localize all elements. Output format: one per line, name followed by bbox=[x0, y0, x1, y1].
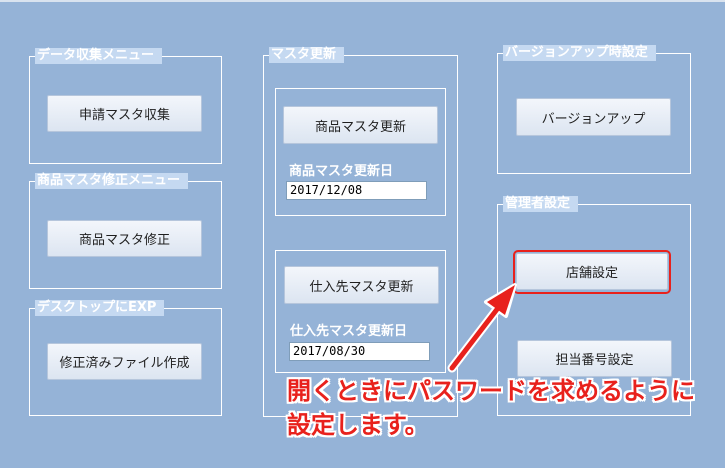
panel-supplier-master-update bbox=[275, 250, 446, 373]
product-master-update-date-label: 商品マスタ更新日 bbox=[289, 164, 394, 179]
update-product-master-button[interactable]: 商品マスタ更新 bbox=[283, 106, 438, 144]
store-settings-button[interactable]: 店舗設定 bbox=[516, 253, 668, 290]
group-version-up: バージョンアップ時設定 bbox=[497, 45, 691, 174]
top-border bbox=[0, 0, 725, 2]
update-supplier-master-button[interactable]: 仕入先マスタ更新 bbox=[284, 266, 439, 304]
group-desktop-exp: デスクトップにEXP bbox=[29, 300, 222, 416]
group-title-desktop-exp: デスクトップにEXP bbox=[35, 300, 165, 316]
annotation-text: 開くときにパスワードを求めるように 設定します。 bbox=[287, 374, 695, 442]
supplier-master-update-date-label: 仕入先マスタ更新日 bbox=[290, 324, 408, 339]
group-admin-settings: 管理者設定 bbox=[497, 196, 691, 416]
group-data-collection: データ収集メニュー bbox=[29, 48, 222, 164]
collect-application-master-button[interactable]: 申請マスタ収集 bbox=[47, 95, 202, 132]
product-master-update-date-field[interactable]: 2017/12/08 bbox=[286, 181, 427, 200]
annotation-line-2: 設定します。 bbox=[287, 411, 429, 439]
group-title-master-update: マスタ更新 bbox=[269, 47, 345, 63]
group-title-data-collection: データ収集メニュー bbox=[35, 48, 163, 64]
store-settings-highlight bbox=[513, 250, 671, 294]
group-product-master-edit: 商品マスタ修正メニュー bbox=[29, 173, 222, 289]
annotation-line-1: 開くときにパスワードを求めるように bbox=[287, 377, 695, 405]
group-title-admin-settings: 管理者設定 bbox=[503, 196, 579, 212]
create-modified-file-button[interactable]: 修正済みファイル作成 bbox=[47, 343, 202, 380]
group-title-product-master-edit: 商品マスタ修正メニュー bbox=[35, 173, 189, 189]
panel-product-master-update bbox=[275, 88, 446, 216]
group-master-update: マスタ更新 bbox=[263, 47, 458, 417]
group-title-version-up: バージョンアップ時設定 bbox=[503, 45, 656, 61]
version-up-button[interactable]: バージョンアップ bbox=[516, 98, 671, 136]
staff-number-settings-button[interactable]: 担当番号設定 bbox=[517, 340, 672, 377]
edit-product-master-button[interactable]: 商品マスタ修正 bbox=[47, 220, 202, 257]
supplier-master-update-date-field[interactable]: 2017/08/30 bbox=[289, 342, 430, 361]
